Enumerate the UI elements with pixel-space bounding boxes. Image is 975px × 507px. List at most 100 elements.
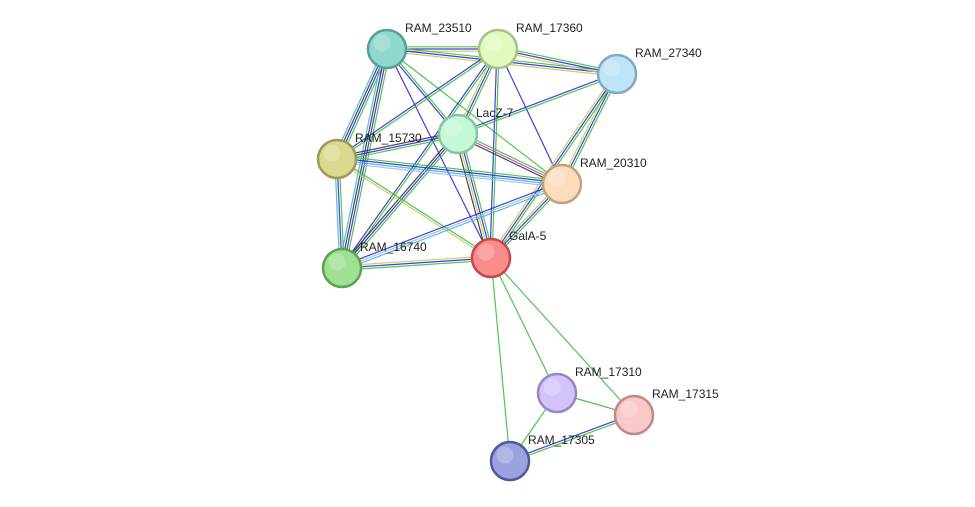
node-circle[interactable] <box>321 247 363 289</box>
edge-line-green <box>337 49 499 161</box>
edge-RAM_17360-RAM_16740[interactable] <box>340 48 500 269</box>
node-GalA-5[interactable]: GalA-5 <box>470 229 547 279</box>
node-circle[interactable] <box>316 138 358 180</box>
edge-line-olive <box>488 72 616 258</box>
node-RAM_15730[interactable]: RAM_15730 <box>316 131 422 180</box>
node-label: RAM_17310 <box>575 365 642 379</box>
edge-RAM_27340-LacZ-7[interactable] <box>457 72 618 136</box>
node-highlight <box>543 378 561 396</box>
edge-line-blue <box>497 48 618 75</box>
node-RAM_16740[interactable]: RAM_16740 <box>321 240 427 289</box>
node-RAM_20310[interactable]: RAM_20310 <box>541 156 647 205</box>
node-highlight <box>620 400 638 418</box>
edge-line-blue <box>457 72 617 134</box>
node-highlight <box>373 34 391 52</box>
edge-line-blue <box>458 133 493 258</box>
edge-line-blue <box>340 48 498 268</box>
node-circle[interactable] <box>489 440 531 482</box>
node-circle[interactable] <box>477 28 519 70</box>
edge-line-blue <box>336 133 459 160</box>
node-label: LacZ-7 <box>476 106 514 120</box>
node-highlight <box>328 253 346 271</box>
node-LacZ-7[interactable]: LacZ-7 <box>437 106 514 155</box>
edge-line-lightblue <box>341 183 563 269</box>
edge-line-green <box>337 135 459 162</box>
edge-line-dark <box>336 131 458 158</box>
edge-line-green <box>342 259 492 271</box>
edge-line-lightblue <box>336 161 562 188</box>
node-label: RAM_23510 <box>405 21 472 35</box>
edge-RAM_17360-RAM_20310[interactable] <box>497 48 563 185</box>
node-circle[interactable] <box>437 113 479 155</box>
node-highlight <box>323 144 341 162</box>
edge-line-olive <box>336 159 491 260</box>
edge-line-blue <box>341 257 492 269</box>
node-highlight <box>496 446 514 464</box>
edge-line-cyan <box>342 185 563 271</box>
node-layer: RAM_23510 RAM_17360RAM_27340LacZ-7RAM_157… <box>316 21 719 482</box>
node-label: GalA-5 <box>509 229 547 243</box>
node-circle[interactable] <box>613 394 655 436</box>
node-highlight <box>548 169 566 187</box>
edge-line-green <box>337 155 563 182</box>
node-label: RAM_17315 <box>652 387 719 401</box>
edge-line-green <box>510 415 635 463</box>
edge-line-cyan <box>333 47 385 158</box>
edge-line-blue <box>509 413 634 461</box>
edge-LacZ-7-RAM_15730[interactable] <box>336 131 459 162</box>
node-label: RAM_20310 <box>580 156 647 170</box>
node-circle[interactable] <box>541 163 583 205</box>
edge-RAM_17315-RAM_17305[interactable] <box>509 413 635 463</box>
edge-LacZ-7-GalA-5[interactable] <box>454 132 495 260</box>
edge-line-blue <box>341 181 562 267</box>
edge-line-green <box>386 48 563 185</box>
edge-line-green <box>337 157 492 258</box>
edge-RAM_15730-GalA-5[interactable] <box>336 157 492 260</box>
node-RAM_17360[interactable]: RAM_17360 <box>477 21 583 70</box>
node-RAM_23510[interactable]: RAM_23510 <box>366 21 472 70</box>
edge-line-green <box>490 257 511 462</box>
node-RAM_17305[interactable]: RAM_17305 <box>489 433 595 482</box>
edge-GalA-5-RAM_17315[interactable] <box>490 257 635 416</box>
node-circle[interactable] <box>536 372 578 414</box>
edge-line-blue <box>337 157 563 184</box>
node-highlight <box>477 243 495 261</box>
edge-line-green <box>563 74 620 186</box>
node-highlight <box>444 119 462 137</box>
node-label: RAM_16740 <box>360 240 427 254</box>
edge-line-olive <box>456 134 491 259</box>
node-RAM_27340[interactable]: RAM_27340 <box>596 46 702 95</box>
edge-RAM_17360-RAM_15730[interactable] <box>336 47 499 161</box>
edge-line-green <box>460 132 495 258</box>
edge-line-green <box>342 49 500 269</box>
edge-GalA-5-RAM_17310[interactable] <box>490 257 558 394</box>
node-circle[interactable] <box>470 237 512 279</box>
edge-line-green <box>490 257 558 394</box>
node-circle[interactable] <box>366 28 408 70</box>
node-label: RAM_27340 <box>635 46 702 60</box>
edge-RAM_17360-RAM_27340[interactable] <box>497 46 618 77</box>
edge-line-olive <box>497 50 617 77</box>
node-label: RAM_17360 <box>516 21 583 35</box>
edge-GalA-5-RAM_17305[interactable] <box>490 257 511 462</box>
edge-RAM_23510-RAM_20310[interactable] <box>386 48 563 185</box>
edge-line-olive <box>341 255 491 267</box>
edge-RAM_15730-RAM_20310[interactable] <box>336 155 563 188</box>
node-highlight <box>484 34 502 52</box>
edge-RAM_20310-RAM_16740[interactable] <box>341 181 563 271</box>
edge-line-cyan <box>336 159 562 186</box>
node-label: RAM_15730 <box>355 131 422 145</box>
edge-GalA-5-RAM_16740[interactable] <box>341 255 492 271</box>
edge-line-olive <box>559 72 616 184</box>
edge-line-green <box>491 49 500 259</box>
edge-line-dark <box>454 134 489 260</box>
edge-line-green <box>458 74 618 136</box>
node-RAM_17315[interactable]: RAM_17315 <box>613 387 719 436</box>
node-RAM_17310[interactable]: RAM_17310 <box>536 365 642 414</box>
edge-line-blue <box>497 48 563 185</box>
edge-line-green <box>490 257 635 416</box>
edge-line-green <box>498 46 618 73</box>
node-circle[interactable] <box>596 53 638 95</box>
